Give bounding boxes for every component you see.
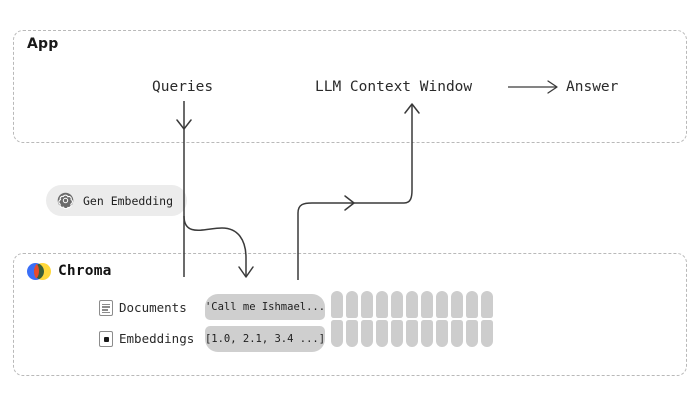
llm-context-window-label: LLM Context Window [315,79,473,95]
vector-column [346,291,358,347]
vector-cell [466,291,478,318]
vector-cell [361,291,373,318]
vector-cell [406,291,418,318]
embedding-dot-icon [99,331,113,347]
vector-cell [406,320,418,347]
documents-row-label: Documents [119,300,187,315]
vector-cell [391,320,403,347]
vector-column [466,291,478,347]
vector-cell [331,291,343,318]
app-container-title: App [27,36,59,52]
openai-logo-icon [57,192,74,209]
vector-cell [451,291,463,318]
vector-cell [481,320,493,347]
vector-cell [436,320,448,347]
gen-embedding-chip[interactable]: Gen Embedding [46,185,188,216]
vector-cell [451,320,463,347]
embeddings-value-pill: [1.0, 2.1, 3.4 ...] [205,326,325,352]
gen-embedding-label: Gen Embedding [83,193,174,208]
chroma-brand-name: Chroma [58,263,112,279]
vector-cell [346,320,358,347]
chroma-brand: Chroma [27,261,112,281]
vector-column [331,291,343,347]
vector-column [451,291,463,347]
vector-cell [436,291,448,318]
document-icon [99,300,113,316]
vector-cell [346,291,358,318]
vector-cell [361,320,373,347]
vector-column [406,291,418,347]
vector-cell [481,291,493,318]
answer-label: Answer [566,79,619,95]
vector-cell [391,291,403,318]
vector-column [481,291,493,347]
embeddings-value-text: [1.0, 2.1, 3.4 ...] [204,333,326,345]
vector-cell [421,320,433,347]
vector-column [421,291,433,347]
vector-column [376,291,388,347]
embeddings-row-label: Embeddings [119,331,195,346]
documents-value-text: 'Call me Ishmael... [204,301,326,313]
queries-label: Queries [152,79,214,95]
vector-grid [331,291,493,347]
documents-value-pill: 'Call me Ishmael... [205,294,325,320]
vector-column [391,291,403,347]
vector-cell [376,291,388,318]
vector-cell [376,320,388,347]
vector-column [436,291,448,347]
vector-cell [466,320,478,347]
vector-cell [331,320,343,347]
vector-cell [421,291,433,318]
vector-column [361,291,373,347]
chroma-logo-icon [27,262,51,280]
